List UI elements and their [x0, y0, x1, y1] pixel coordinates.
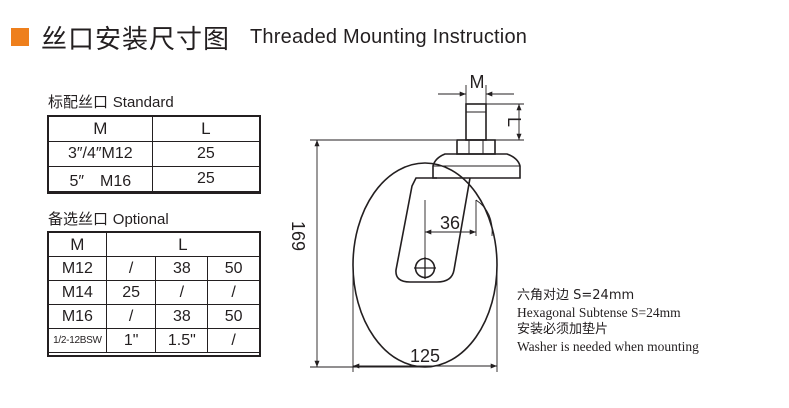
optional-l-cell: 25 — [105, 280, 157, 305]
accent-square — [11, 28, 29, 46]
optional-label-en: Optional — [112, 211, 169, 228]
threaded-stem — [465, 103, 487, 141]
optional-l-cell: 1" — [105, 328, 157, 353]
optional-l-cell: 50 — [207, 256, 260, 281]
standard-caption: 标配丝口 Standard — [48, 91, 174, 112]
note-line: Hexagonal Subtense S=24mm — [517, 305, 681, 320]
optional-l-cell: 38 — [155, 304, 209, 329]
optional-l-cell: / — [155, 280, 209, 305]
title-english: Threaded Mounting Instruction — [250, 25, 528, 48]
page-header: 丝口安装尺寸图 Threaded Mounting Instruction — [11, 20, 528, 55]
standard-l-cell: 25 — [151, 166, 261, 192]
optional-l-cell: / — [207, 328, 260, 353]
optional-header-m: M — [48, 232, 107, 257]
optional-table: M L M12 / 38 50 M14 25 / / M16 / 38 50 1… — [48, 232, 261, 353]
title-chinese: 丝口安装尺寸图 — [41, 24, 231, 55]
optional-l-cell: 38 — [155, 256, 209, 281]
dim-label-36: 36 — [440, 213, 460, 233]
dimension-labels: M L 169 36 125 — [288, 72, 524, 366]
caster-outline — [352, 103, 521, 368]
standard-l-cell: 25 — [151, 141, 261, 167]
standard-label-cn: 标配丝口 — [48, 93, 109, 111]
optional-l-cell: / — [207, 280, 260, 305]
standard-label-en: Standard — [112, 94, 174, 111]
table-row: 5″ M16 25 — [48, 166, 261, 192]
swivel-plate — [432, 153, 521, 179]
standard-m-cell: 3″/4″M12 — [48, 141, 153, 167]
hex-nut — [456, 139, 496, 155]
optional-l-cell: 1.5" — [155, 328, 209, 353]
standard-table: M L 3″/4″M12 25 5″ M16 25 — [48, 116, 261, 192]
standard-m-cell: 5″ M16 — [48, 166, 153, 192]
optional-m-cell: M12 — [48, 256, 107, 281]
table-row: M16 / 38 50 — [48, 304, 260, 329]
dim-label-125: 125 — [410, 346, 440, 366]
dim-label-169: 169 — [288, 221, 308, 251]
optional-header-row: M L — [48, 232, 261, 257]
note-line: Washer is needed when mounting — [517, 339, 699, 354]
fork-leg — [395, 177, 471, 283]
optional-caption: 备选丝口 Optional — [48, 208, 169, 229]
note-line: 安装必须加垫片 — [517, 322, 609, 337]
optional-label-cn: 备选丝口 — [48, 210, 109, 228]
dim-label-m: M — [470, 72, 485, 92]
dimension-lines — [310, 85, 524, 372]
table-row: 1/2-12BSW 1" 1.5" / — [48, 328, 260, 353]
standard-header-m: M — [48, 116, 153, 142]
mounting-notes: 六角对边 S=24mm Hexagonal Subtense S=24mm 安装… — [517, 287, 699, 355]
table-row: 3″/4″M12 25 — [48, 141, 261, 167]
standard-header-row: M L — [48, 116, 261, 142]
table-row: M14 25 / / — [48, 280, 260, 305]
optional-m-cell: M14 — [48, 280, 107, 305]
dim-label-l: L — [504, 117, 524, 127]
note-line: 六角对边 S=24mm — [517, 288, 635, 303]
